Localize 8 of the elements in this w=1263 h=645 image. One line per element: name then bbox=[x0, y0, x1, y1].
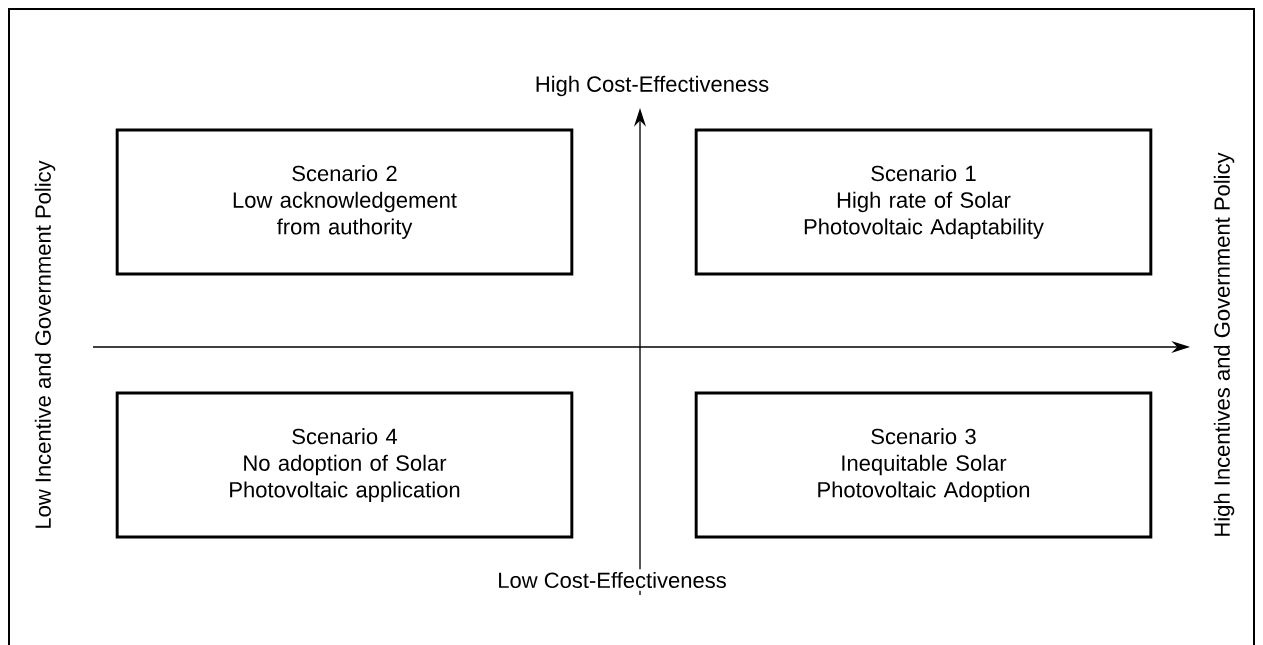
axis-label: Low Cost-Effectiveness bbox=[494, 569, 730, 591]
scenario-box: Scenario 2 Low acknowledgement from authority bbox=[115, 128, 574, 276]
axis-label: Low Incentive and Government Policy bbox=[32, 157, 58, 533]
axis-label: High Cost-Effectiveness bbox=[532, 73, 772, 99]
axis-label: High Incentives and Government Policy bbox=[1211, 149, 1237, 541]
scenario-box: Scenario 3 Inequitable Solar Photovoltaic Adoption bbox=[694, 391, 1153, 539]
scenario-box: Scenario 4 No adoption of Solar Photovoltaic application bbox=[115, 391, 574, 539]
scenario-box: Scenario 1 High rate of Solar Photovoltaic Adaptability bbox=[694, 128, 1153, 276]
